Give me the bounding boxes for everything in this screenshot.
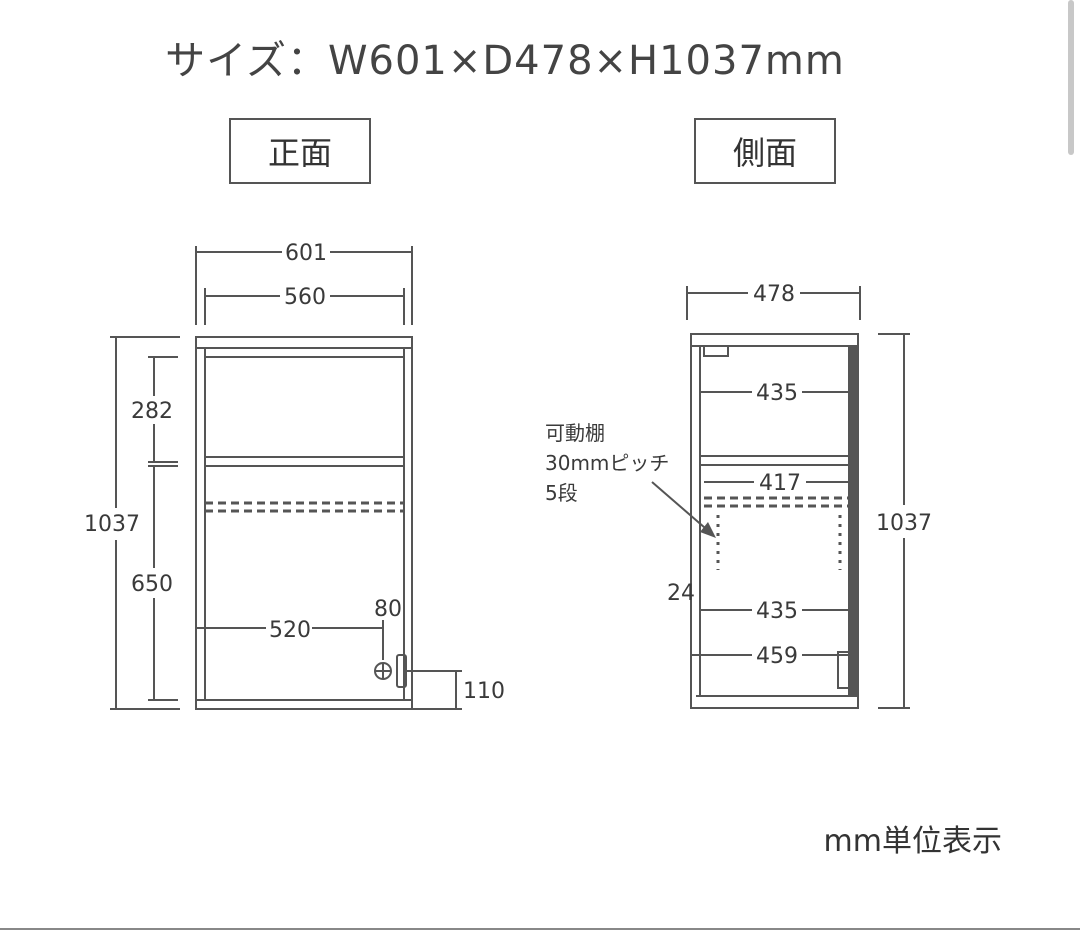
page-title: サイズ：W601×D478×H1037mm bbox=[165, 38, 845, 84]
front-cabinet-outline bbox=[195, 336, 413, 710]
front-fixed-shelf bbox=[204, 456, 405, 467]
side-depth-shelf-label: 417 bbox=[759, 471, 801, 496]
front-height-top-label: 282 bbox=[131, 399, 173, 424]
front-hinge-offset-label: 80 bbox=[374, 597, 402, 622]
front-inner-depth-label: 520 bbox=[269, 618, 311, 643]
front-view-label: 正面 bbox=[229, 118, 371, 184]
side-height-total-label: 1037 bbox=[876, 511, 932, 536]
unit-note: mm単位表示 bbox=[823, 824, 1002, 859]
shelf-note-line2: 30mmピッチ bbox=[545, 451, 669, 475]
front-width-inner-label: 560 bbox=[284, 285, 326, 310]
front-height-bottom-label: 650 bbox=[131, 572, 173, 597]
front-height-total-label: 1037 bbox=[84, 512, 140, 537]
side-fixed-shelf bbox=[699, 455, 850, 466]
shelf-note-line1: 可動棚 bbox=[545, 421, 605, 445]
front-hinge-height-label: 110 bbox=[463, 679, 505, 704]
side-offset-label: 24 bbox=[667, 581, 695, 606]
side-view-label: 側面 bbox=[694, 118, 836, 184]
scrollbar-thumb[interactable] bbox=[1068, 0, 1074, 155]
side-depth-bottom-label: 459 bbox=[756, 644, 798, 669]
side-depth-lower-label: 435 bbox=[756, 599, 798, 624]
shelf-note-line3: 5段 bbox=[545, 481, 578, 505]
side-depth-outer-label: 478 bbox=[753, 282, 795, 307]
front-width-outer-label: 601 bbox=[285, 241, 327, 266]
side-depth-top-shelf-label: 435 bbox=[756, 381, 798, 406]
bottom-divider bbox=[0, 928, 1080, 930]
